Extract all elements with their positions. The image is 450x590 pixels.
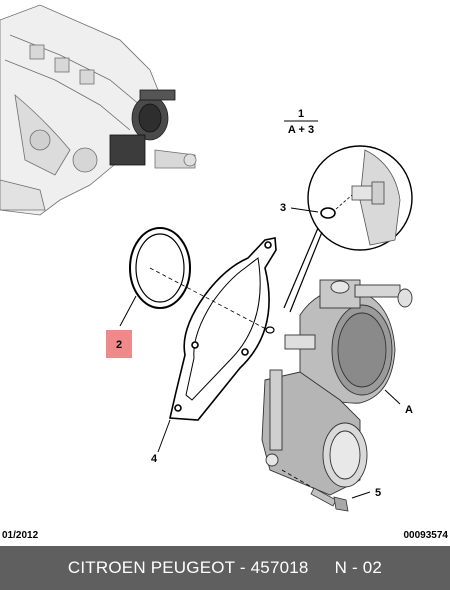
o-ring-part-3 bbox=[265, 326, 275, 334]
vacuum-pump-assembly-A bbox=[261, 279, 413, 496]
leader-3 bbox=[290, 207, 319, 213]
detail-magnifier bbox=[283, 145, 413, 313]
leader-A bbox=[384, 389, 401, 405]
callout-2: 2 bbox=[116, 339, 122, 351]
diagram-date: 01/2012 bbox=[2, 530, 39, 541]
footer-part-label: CITROEN PEUGEOT - 457018 bbox=[67, 558, 309, 577]
callout-1-denominator: A + 3 bbox=[288, 124, 314, 136]
callout-5: 5 bbox=[375, 487, 381, 499]
seal-ring-part-2 bbox=[119, 227, 267, 330]
callout-1-numerator: 1 bbox=[298, 108, 304, 120]
footer-code: N - 02 bbox=[334, 558, 383, 577]
highlight-box-part-2 bbox=[106, 330, 132, 358]
bolt-part-5 bbox=[281, 469, 371, 512]
callout-3: 3 bbox=[280, 202, 286, 214]
diagram-reference: 00093574 bbox=[403, 530, 449, 541]
gasket-part-4 bbox=[157, 237, 277, 453]
footer-bar: CITROEN PEUGEOT - 457018 N - 02 bbox=[0, 546, 450, 590]
parts-diagram: 1 A + 3 bbox=[0, 4, 413, 512]
callout-4: 4 bbox=[151, 453, 158, 465]
engine-block-illustration bbox=[0, 4, 197, 216]
callout-A: A bbox=[405, 404, 413, 416]
